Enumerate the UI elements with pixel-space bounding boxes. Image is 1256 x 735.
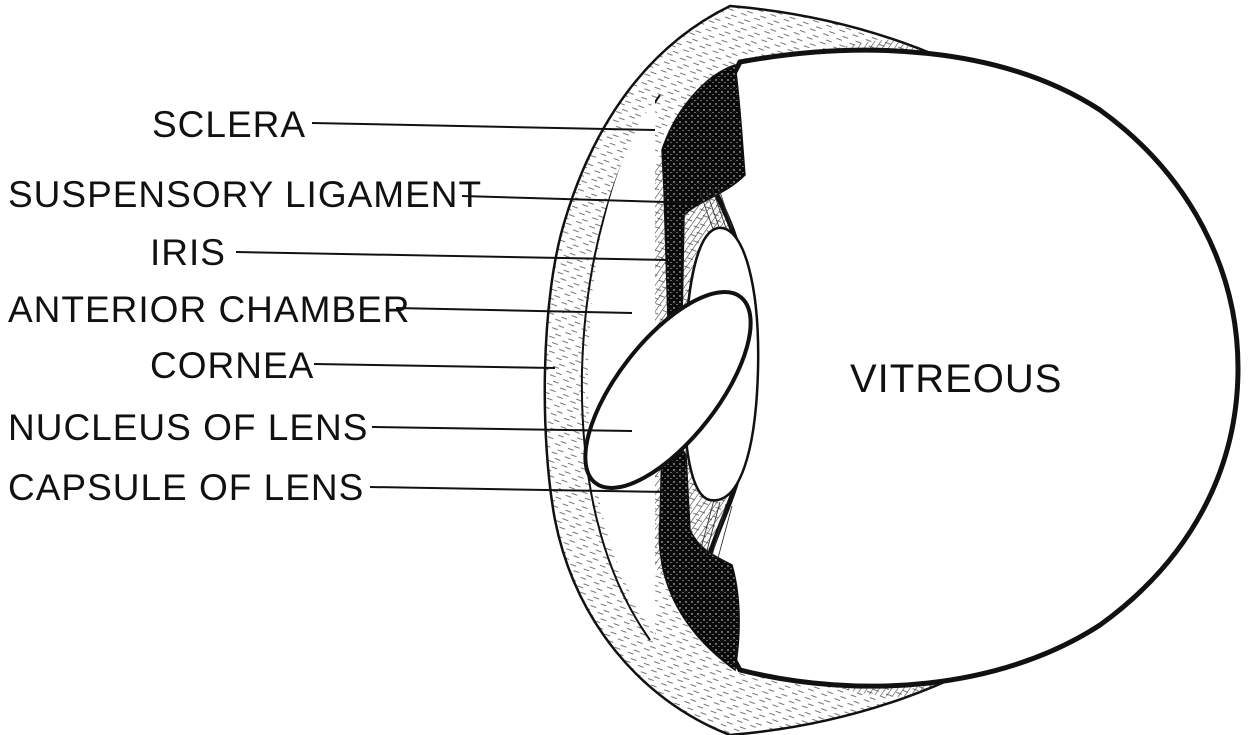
label-cornea: CORNEA xyxy=(150,345,314,386)
label-iris: IRIS xyxy=(150,232,226,273)
label-nucleus-of-lens: NUCLEUS OF LENS xyxy=(8,407,368,448)
label-vitreous: VITREOUS xyxy=(850,357,1062,401)
label-suspensory-ligament: SUSPENSORY LIGAMENT xyxy=(8,174,482,215)
label-anterior-chamber: ANTERIOR CHAMBER xyxy=(8,289,410,330)
label-capsule-of-lens: CAPSULE OF LENS xyxy=(8,467,364,508)
leader-cornea xyxy=(314,364,555,368)
label-sclera: SCLERA xyxy=(152,104,306,145)
